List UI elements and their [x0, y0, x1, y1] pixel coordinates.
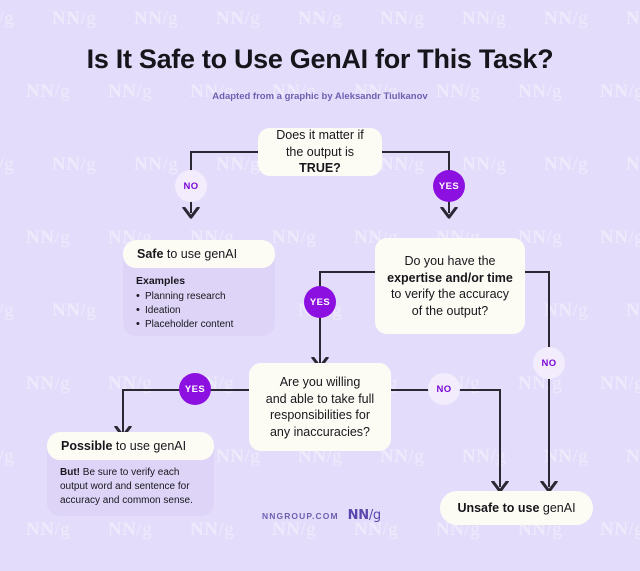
possible-card-header: Possible to use genAI: [47, 432, 214, 460]
safe-examples-label: Examples: [136, 275, 186, 287]
list-item: Ideation: [136, 303, 262, 319]
possible-head-rest: to use genAI: [112, 439, 187, 453]
badge-q3-no: NO: [428, 373, 460, 405]
q3-line4: any inaccuracies?: [269, 424, 371, 439]
badge-q3-yes: YES: [179, 373, 211, 405]
badge-q1-yes: YES: [433, 170, 465, 202]
possible-note: But! Be sure to verify each output word …: [60, 466, 201, 509]
badge-q2-no: NO: [533, 347, 565, 379]
q3-line1: Are you willing: [279, 375, 361, 389]
possible-note-bold: But!: [60, 467, 80, 478]
logo-nn: NN: [347, 508, 369, 523]
unsafe-rest: genAI: [539, 501, 576, 515]
nng-logo: NN/g: [347, 508, 382, 523]
possible-head-bold: Possible: [61, 439, 113, 453]
safe-card-header: Safe to use genAI: [123, 240, 275, 268]
list-item: Planning research: [136, 289, 262, 305]
outcome-card-safe: Safe to use genAI Examples Planning rese…: [123, 240, 275, 336]
decision-node-responsibility[interactable]: Are you willing and able to take full re…: [249, 363, 391, 451]
badge-q1-no: NO: [175, 170, 207, 202]
safe-examples-list: Planning research Ideation Placeholder c…: [136, 289, 262, 333]
possible-card-body: But! Be sure to verify each output word …: [47, 460, 214, 516]
q3-line2: and able to take full: [265, 391, 375, 406]
safe-card-body: Examples Planning research Ideation Plac…: [123, 268, 275, 336]
q2-line4: of the output?: [411, 303, 489, 318]
page-title: Is It Safe to Use GenAI for This Task?: [86, 44, 554, 74]
page-subtitle: Adapted from a graphic by Aleksandr Tiul…: [212, 91, 428, 102]
q1-line2-bold: TRUE?: [299, 161, 341, 176]
footer-domain: NNGROUP.COM: [262, 510, 339, 521]
q2-line3: to verify the accuracy: [390, 287, 510, 301]
list-item: Placeholder content: [136, 317, 262, 333]
q1-line2-prefix: the output is: [285, 144, 355, 159]
q2-line2-bold: expertise and/or time: [387, 270, 513, 285]
decision-node-expertise-time[interactable]: Do you have the expertise and/or time to…: [375, 238, 525, 334]
q3-line3: responsibilities for: [269, 408, 371, 422]
logo-slash: /: [368, 508, 373, 523]
outcome-card-possible: Possible to use genAI But! Be sure to ve…: [47, 432, 214, 516]
logo-g: g: [372, 508, 381, 523]
footer-branding: NNGROUP.COM NN/g: [262, 508, 381, 523]
unsafe-bold: Unsafe to use: [457, 501, 540, 515]
safe-head-bold: Safe: [137, 247, 164, 261]
q1-line1: Does it matter if: [276, 128, 364, 143]
badge-q2-yes: YES: [304, 286, 336, 318]
safe-head-rest: to use genAI: [163, 247, 238, 261]
possible-note-rest: Be sure to verify each output word and s…: [60, 467, 193, 507]
decision-node-output-truth[interactable]: Does it matter if the output is TRUE?: [258, 128, 382, 176]
q2-line1: Do you have the: [404, 254, 496, 268]
outcome-pill-unsafe: Unsafe to use genAI: [440, 491, 593, 525]
